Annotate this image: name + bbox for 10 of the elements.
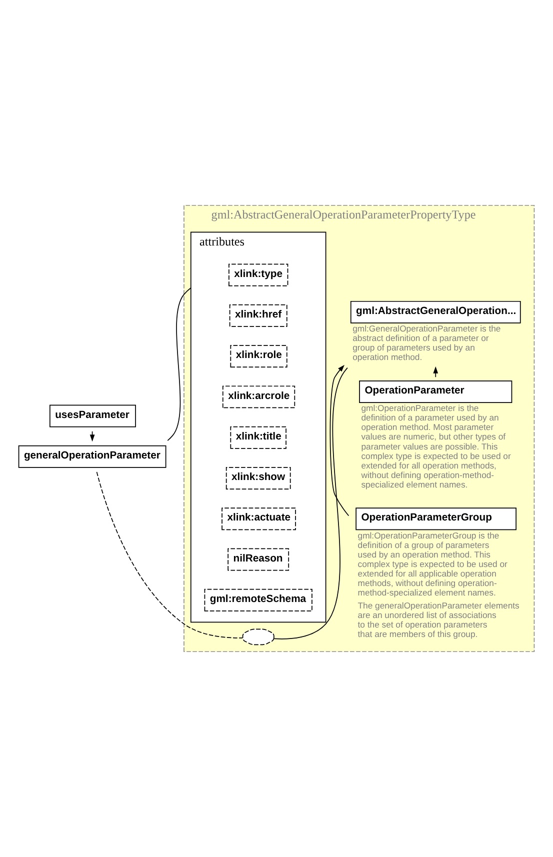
- connector: [96, 472, 243, 638]
- connector: [274, 367, 348, 640]
- node-octagon: [242, 628, 274, 646]
- arrow: [330, 364, 350, 516]
- node-label: gml:OperationParameter is the definition of a parameter used by an operation method. Most parameter values are numeric, but other types of parameter values are possible. This complex type is expected to be used or extended for all operation methods, without defining operation-method-specialized element names.: [361, 403, 511, 490]
- node-label: The generalOperationParameter elements are an unordered list of associations to the set of operation parameters that are members of this group.: [358, 600, 520, 639]
- connector: [167, 287, 192, 441]
- arrow: [433, 366, 438, 378]
- node-label: gml:OperationParameterGroup is the definition of a group of parameters used by an operation method. This complex type is expected to be used or extended for all applicable operation methods, without defining operation-method-specialized element names.: [358, 530, 508, 598]
- node-label: gml:GeneralOperationParameter is the abstract definition of a parameter or group of parameters used by an operation method.: [352, 324, 501, 362]
